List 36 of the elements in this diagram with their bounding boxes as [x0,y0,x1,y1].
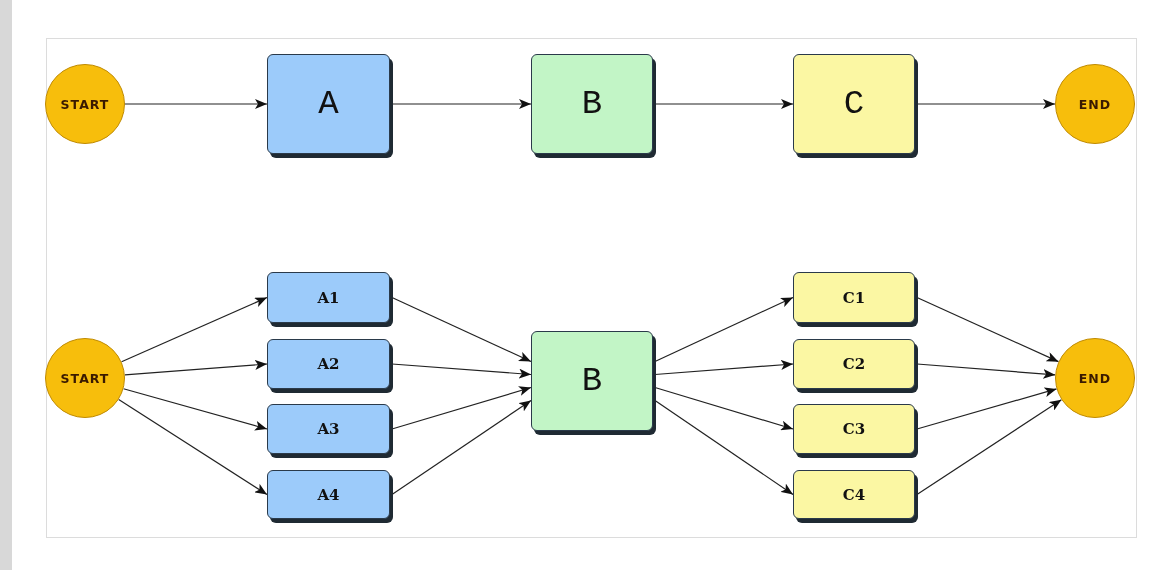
arrow [916,99,1056,109]
arrow [391,399,532,496]
node-label: A2 [317,355,340,373]
arrow [391,386,532,430]
node-label: END [1078,96,1112,112]
node-label: C3 [842,420,866,438]
node-label: START [60,96,110,112]
arrow [121,296,268,363]
node-label: C1 [842,288,866,307]
arrow [654,296,794,363]
arrow [916,296,1060,363]
arrow [391,363,532,379]
arrow [122,388,268,431]
node-label: C2 [842,355,866,373]
arrow [654,399,794,496]
arrow [124,99,268,109]
arrow [916,387,1058,430]
node-label: C [843,85,865,123]
arrow [118,398,268,496]
node-label: A4 [317,485,340,504]
arrow [916,363,1056,379]
node-label: B [581,362,603,400]
node-label: C4 [842,485,866,504]
arrow [391,99,532,109]
arrow [391,296,532,363]
node-label: A1 [317,288,340,307]
node-label: B [581,85,603,123]
arrow [654,359,794,376]
node-label: A3 [317,420,340,438]
arrow [916,399,1062,496]
node-label: A [318,85,339,123]
node-label: END [1078,370,1112,386]
arrow [654,386,794,431]
arrow [124,359,268,376]
arrow [654,99,794,109]
node-label: START [60,370,110,386]
